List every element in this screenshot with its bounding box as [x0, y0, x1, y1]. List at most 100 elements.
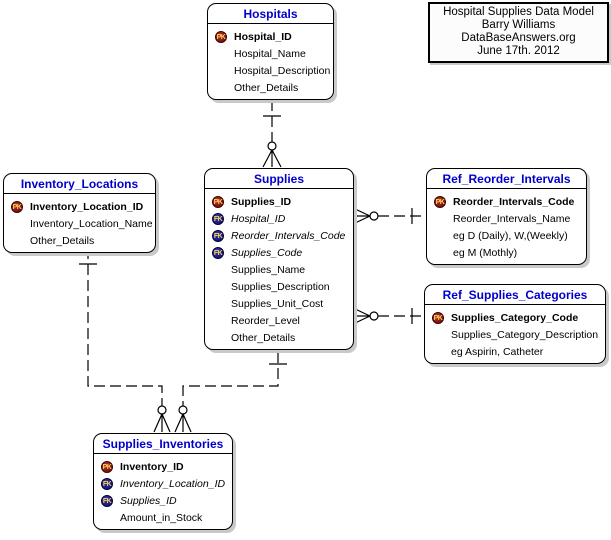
entity-field-list: PK Inventory_Location_ID Inventory_Locatio…: [4, 194, 155, 252]
zero-circle: [157, 405, 167, 415]
field-row: Reorder_Level: [212, 312, 350, 329]
field-row: Reorder_Intervals_Name: [434, 210, 583, 227]
field-name: Other_Details: [231, 331, 296, 344]
entity-title: Ref_Reorder_Intervals: [427, 169, 586, 189]
info-box-line: June 17th. 2012: [477, 45, 560, 57]
badge-spacer: [101, 512, 113, 524]
field-name: Inventory_Location_ID: [120, 477, 226, 490]
badge-spacer: [215, 48, 227, 60]
field-name: eg D (Daily), W,(Weekly): [453, 229, 568, 242]
badge-spacer: [215, 82, 227, 94]
badge-spacer: [212, 281, 224, 293]
entity-field-list: PK Inventory_ID FK Inventory_Location_ID FK S…: [94, 454, 232, 529]
pk-key-icon: PK: [432, 311, 444, 324]
field-row: PK Inventory_Location_ID: [11, 198, 152, 215]
field-row: Hospital_Name: [215, 45, 330, 62]
badge-spacer: [212, 315, 224, 327]
field-row: Other_Details: [11, 232, 152, 249]
relationship-supplies-ref-supplies-categories: [352, 307, 424, 325]
fk-key-icon: FK: [212, 246, 224, 259]
relationship-line: [182, 352, 279, 406]
field-row: Supplies_Name: [212, 261, 350, 278]
field-row: Other_Details: [215, 79, 330, 96]
field-name: Amount_in_Stock: [120, 511, 203, 524]
relationship-supplies-ref-reorder-intervals: [352, 207, 426, 225]
field-name: Hospital_ID: [231, 212, 286, 225]
field-name: Supplies_Category_Code: [451, 311, 579, 324]
field-row: Amount_in_Stock: [101, 509, 229, 526]
field-name: Supplies_Name: [231, 263, 306, 276]
pk-key-icon: PK: [434, 195, 446, 208]
badge-spacer: [434, 230, 446, 242]
crow-foot: [262, 149, 282, 168]
crow-foot: [352, 307, 371, 325]
field-row: eg M (Mothly): [434, 244, 583, 261]
entity-title: Supplies_Inventories: [94, 434, 232, 454]
pk-key-icon: PK: [11, 200, 23, 213]
crow-foot: [174, 413, 192, 433]
fk-key-icon: FK: [212, 229, 224, 242]
info-box-line: Barry Williams: [481, 19, 556, 31]
field-name: Supplies_ID: [231, 195, 292, 208]
field-row: Supplies_Unit_Cost: [212, 295, 350, 312]
field-row: Supplies_Description: [212, 278, 350, 295]
field-name: eg Aspirin, Catheter: [451, 345, 544, 358]
field-name: Supplies_Code: [231, 246, 303, 259]
pk-key-icon: PK: [101, 460, 113, 473]
field-row: FK Inventory_Location_ID: [101, 475, 229, 492]
entity-ref-supplies-categories[interactable]: Ref_Supplies_Categories PK Supplies_Categ…: [424, 284, 606, 364]
field-name: Hospital_Name: [234, 47, 306, 60]
field-name: Reorder_Intervals_Code: [453, 195, 575, 208]
field-name: Supplies_ID: [120, 494, 177, 507]
field-row: eg Aspirin, Catheter: [432, 343, 602, 360]
fk-key-icon: FK: [101, 477, 113, 490]
field-name: Hospital_Description: [234, 64, 331, 77]
zero-circle: [267, 141, 277, 151]
badge-spacer: [11, 235, 23, 247]
badge-spacer: [434, 247, 446, 259]
zero-circle: [178, 405, 188, 415]
entity-supplies-inventories[interactable]: Supplies_Inventories PK Inventory_ID FK Inv…: [93, 433, 233, 530]
field-name: Supplies_Description: [231, 280, 330, 293]
zero-circle: [369, 211, 379, 221]
field-name: Hospital_ID: [234, 30, 292, 43]
field-name: eg M (Mothly): [453, 246, 518, 259]
field-row: eg D (Daily), W,(Weekly): [434, 227, 583, 244]
relationship-supplies-supplies-inventories: [174, 352, 287, 433]
field-row: FK Supplies_Code: [212, 244, 350, 261]
fk-key-icon: FK: [212, 212, 224, 225]
badge-spacer: [432, 346, 444, 358]
relationship-line: [87, 248, 163, 406]
field-row: Other_Details: [212, 329, 350, 346]
field-row: Inventory_Location_Name: [11, 215, 153, 232]
fk-key-icon: FK: [101, 494, 113, 507]
pk-key-icon: PK: [212, 195, 224, 208]
field-row: PK Inventory_ID: [101, 458, 229, 475]
pk-key-icon: PK: [215, 30, 227, 43]
field-name: Inventory_ID: [120, 460, 184, 473]
field-name: Supplies_Category_Description: [451, 328, 599, 341]
field-name: Inventory_Location_Name: [30, 217, 153, 230]
field-name: Inventory_Location_ID: [30, 200, 144, 213]
field-name: Reorder_Level: [231, 314, 300, 327]
entity-title: Supplies: [205, 169, 353, 189]
info-box-line: Hospital Supplies Data Model: [443, 6, 594, 18]
badge-spacer: [212, 298, 224, 310]
entity-title: Ref_Supplies_Categories: [425, 285, 605, 305]
field-row: FK Hospital_ID: [212, 210, 350, 227]
field-row: PK Supplies_Category_Code: [432, 309, 602, 326]
field-name: Supplies_Unit_Cost: [231, 297, 324, 310]
badge-spacer: [212, 264, 224, 276]
relationship-inventory-locations-supplies-inventories: [79, 248, 171, 433]
entity-ref-reorder-intervals[interactable]: Ref_Reorder_Intervals PK Reorder_Interval…: [426, 168, 587, 265]
badge-spacer: [215, 65, 227, 77]
